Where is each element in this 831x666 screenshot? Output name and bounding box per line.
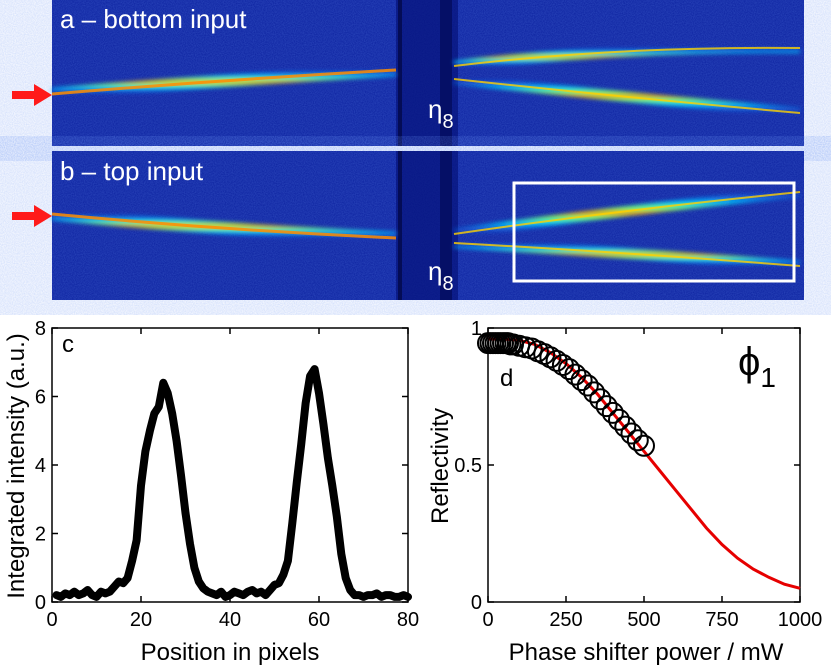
chart-d-ytick-label: 1	[471, 318, 482, 340]
chart-d-data-point	[620, 422, 643, 445]
chart-d-data-point	[626, 429, 649, 452]
chart-d-ytick-label: 0	[471, 592, 482, 614]
panel-a-dark-stripe-1	[398, 0, 402, 146]
chart-d-fit-line	[488, 337, 801, 590]
chart-c-xtick-label: 40	[219, 609, 241, 631]
panel-a-beam-input-core	[51, 68, 397, 96]
chart-c: 0 20 40 60 80 0 2 4 6 8 c Position in pixels Inte…	[3, 318, 419, 666]
chart-d-annotation-sub: 1	[760, 362, 776, 393]
chart-c-series	[52, 365, 412, 601]
chart-d-data-point	[545, 349, 568, 372]
chart-c-series-line	[52, 365, 412, 601]
panel-a-eta-base: η	[428, 94, 442, 124]
panel-b-dark-stripe-2	[440, 151, 452, 300]
chart-d-data-point	[539, 346, 562, 369]
chart-c-ytick-label: 8	[35, 318, 46, 340]
panel-a: a – bottom input η8	[12, 0, 804, 146]
panel-a-beam-upper-core	[453, 46, 801, 67]
panel-a-eta-sub: 8	[442, 111, 453, 133]
chart-c-xtick-label: 0	[46, 609, 57, 631]
chart-c-ytick-label: 2	[35, 524, 46, 546]
chart-c-ytick-label: 0	[35, 592, 46, 614]
panel-b-eta-sub: 8	[442, 273, 453, 295]
chart-d-series	[477, 332, 801, 590]
chart-d-data-point	[576, 374, 599, 397]
chart-d-ytick-label: 0.5	[454, 455, 482, 477]
chart-c-axes-box	[51, 327, 409, 603]
panel-b-eta: η8	[428, 256, 454, 295]
chart-d-data-point	[595, 395, 618, 418]
panel-a-eta: η8	[428, 94, 454, 133]
chart-c-xtick-label: 60	[308, 609, 330, 631]
chart-d-xtick-label: 750	[705, 609, 738, 631]
panel-b-dark-stripe-1	[398, 151, 402, 300]
chart-d-data-point	[570, 369, 593, 392]
chart-d-xtick-label: 1000	[778, 609, 823, 631]
chart-c-ytick-label: 4	[35, 455, 46, 477]
panel-a-beam-lower-core	[453, 78, 801, 114]
chart-c-ytick-label: 6	[35, 387, 46, 409]
panel-a-arrow-icon	[12, 84, 52, 106]
chart-d-data-point	[614, 415, 637, 438]
chart-c-ticks: 0 20 40 60 80 0 2 4 6 8	[35, 318, 419, 631]
chart-d-data-point	[589, 388, 612, 411]
panel-b-label: b – top input	[60, 156, 204, 186]
chart-c-xtick-label: 20	[130, 609, 152, 631]
panel-b-eta-base: η	[428, 256, 442, 286]
panel-a-label: a – bottom input	[60, 4, 247, 34]
panel-b: b – top input η8	[12, 151, 804, 300]
chart-d-data-point	[564, 363, 587, 386]
chart-d-xtick-label: 250	[549, 609, 582, 631]
chart-d-data-point	[608, 408, 630, 431]
chart-c-ylabel: Integrated intensity (a.u.)	[3, 333, 30, 598]
panel-b-frame-box	[512, 181, 796, 283]
chart-c-xtick-label: 80	[397, 609, 419, 631]
chart-d-data-point	[601, 401, 624, 424]
panel-b-beam-lower-core	[453, 242, 801, 267]
chart-d-ticks: 0 250 500 750 1000 0 0.5 1	[454, 318, 822, 631]
chart-d-xlabel: Phase shifter power / mW	[509, 639, 784, 666]
chart-d-data-point	[633, 434, 655, 457]
chart-d-ylabel: Reflectivity	[427, 408, 454, 524]
chart-d-annotation-symbol: ϕ	[738, 340, 760, 384]
chart-d-annotation: ϕ1	[738, 340, 776, 393]
chart-c-xlabel: Position in pixels	[141, 639, 320, 666]
panel-b-beam-upper-core	[453, 191, 801, 235]
chart-c-panel-label: c	[62, 331, 74, 358]
chart-d-data-point	[583, 381, 606, 404]
panel-a-dark-stripe-2	[440, 0, 452, 146]
chart-d-data-point	[558, 358, 581, 381]
chart-d-panel-label: d	[500, 365, 513, 392]
chart-d-xtick-label: 500	[627, 609, 660, 631]
panel-b-arrow-icon	[12, 205, 52, 227]
chart-d-xtick-label: 0	[482, 609, 493, 631]
panel-b-beam-input-core	[51, 212, 397, 240]
